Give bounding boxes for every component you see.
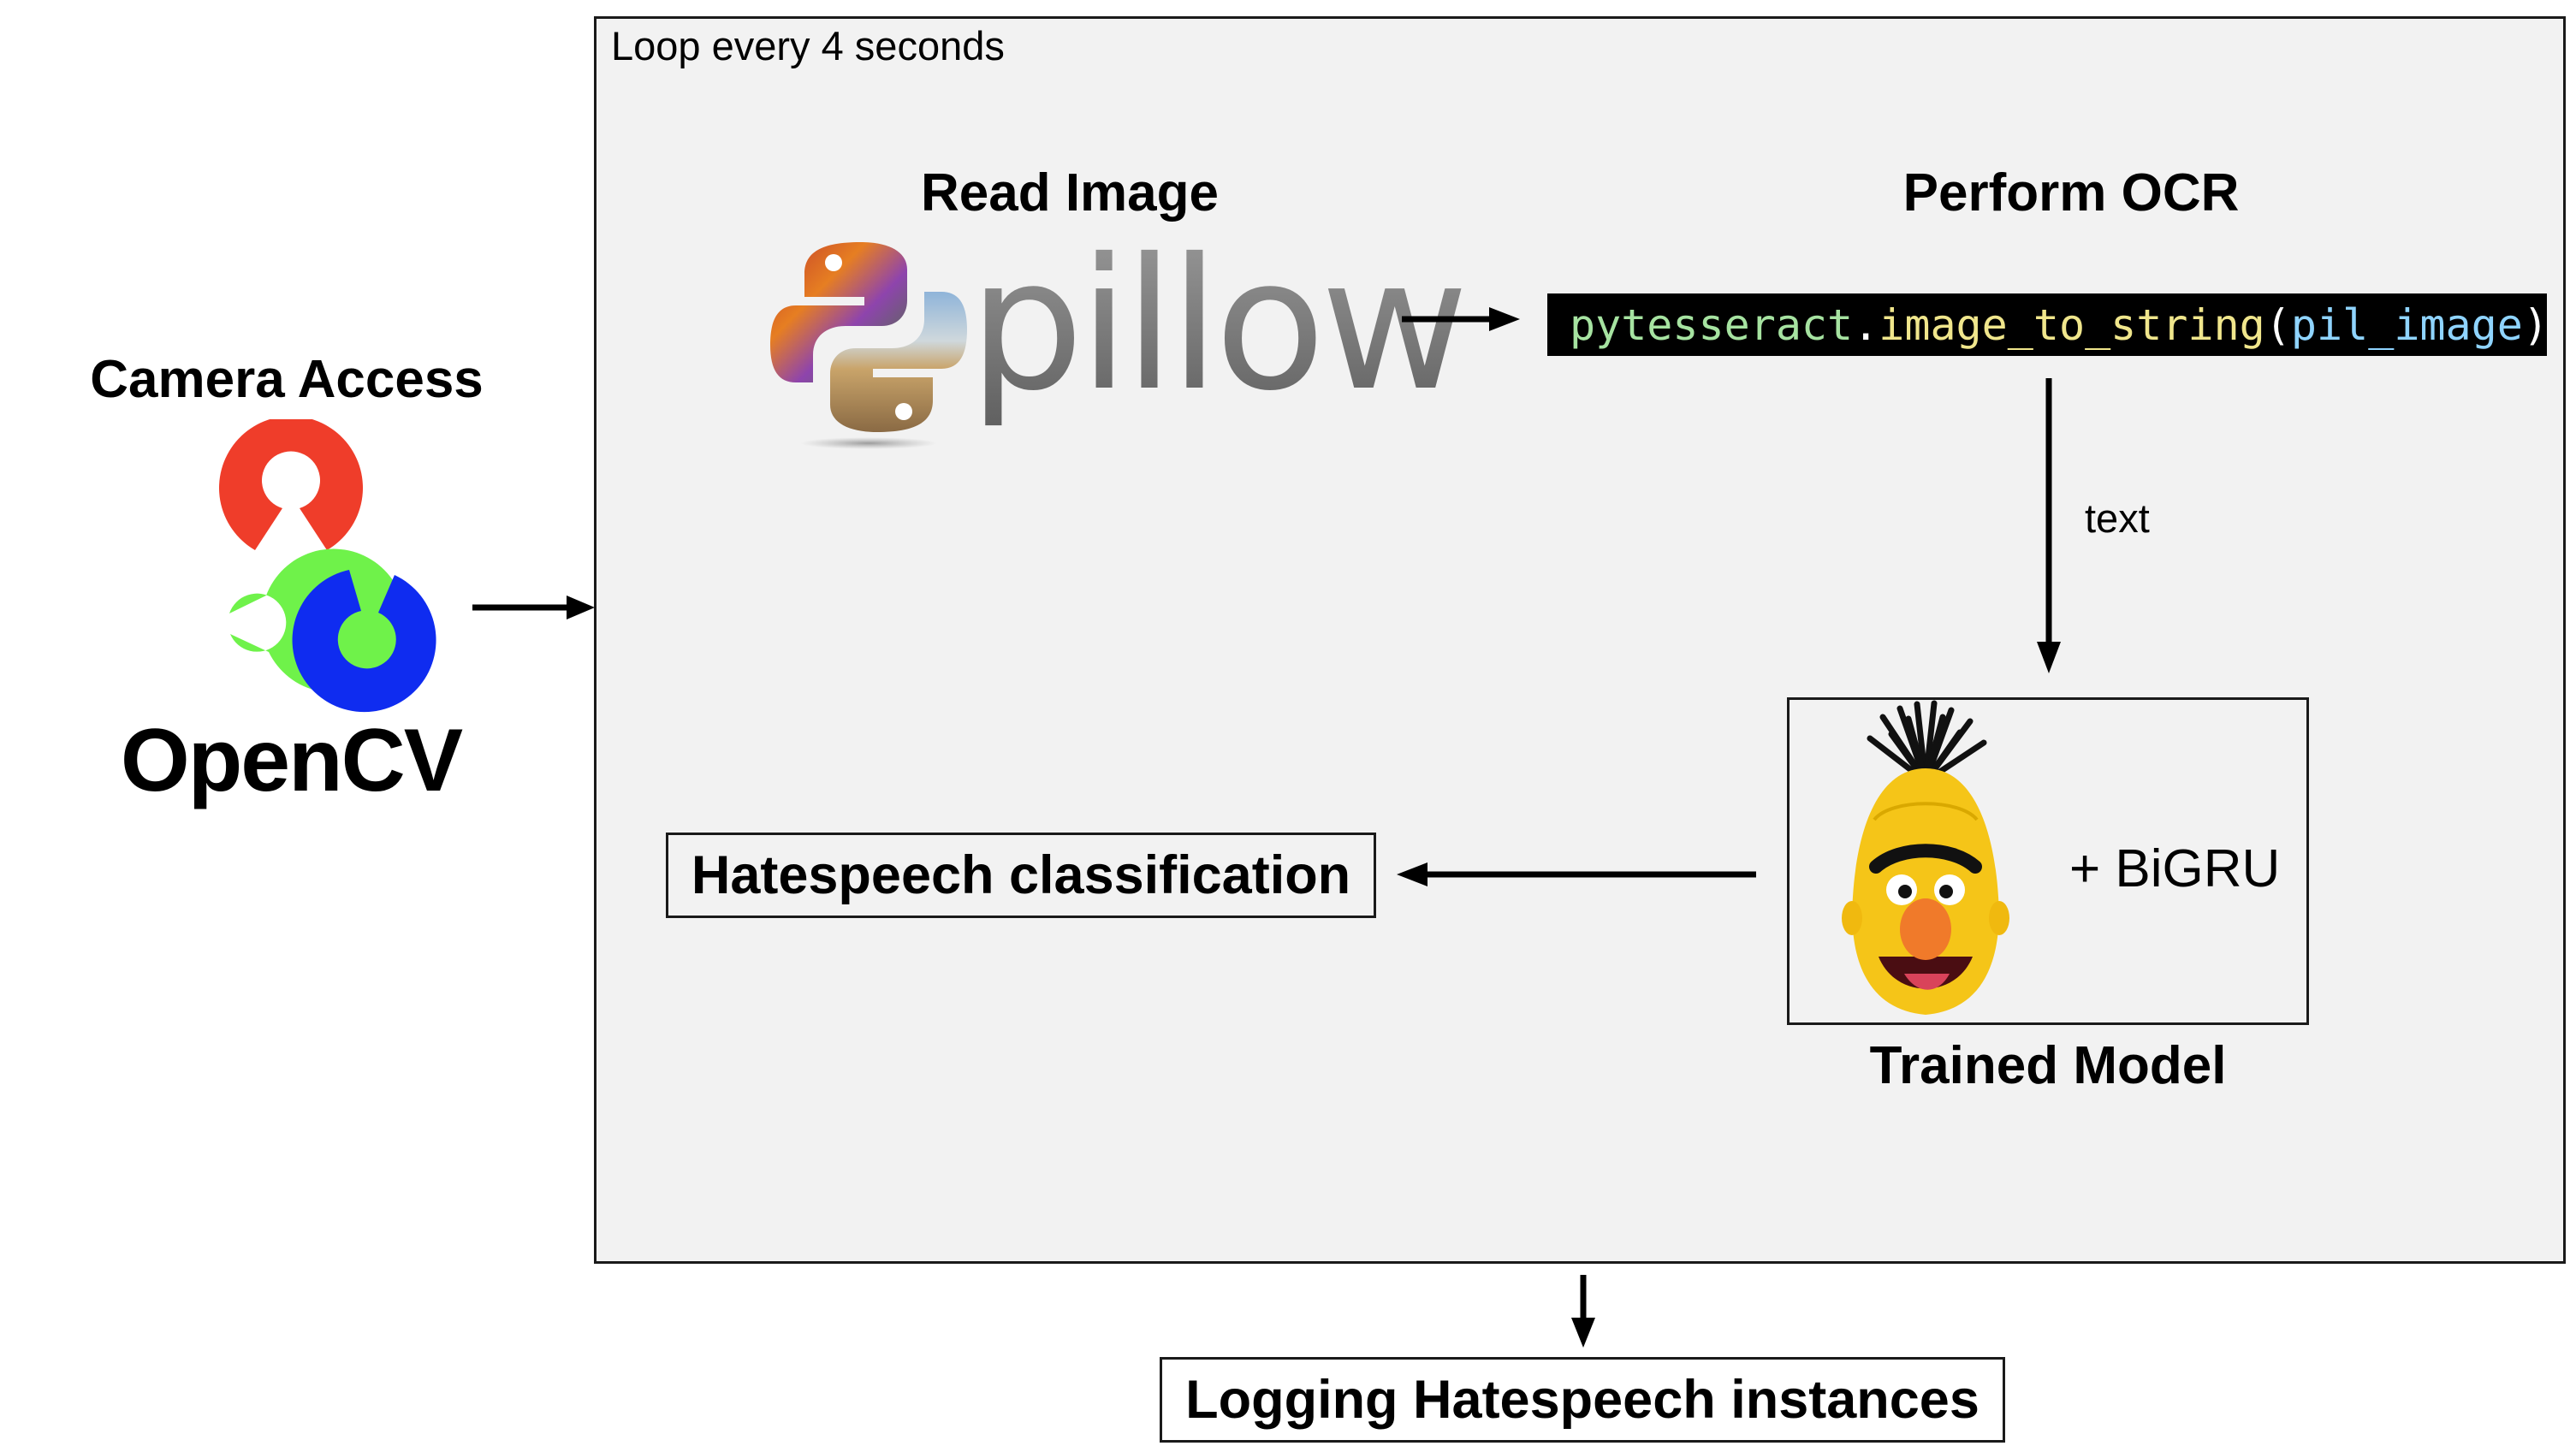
hatespeech-classification-label: Hatespeech classification [691,845,1351,905]
hatespeech-classification-box: Hatespeech classification [666,833,1376,918]
ocr-code-snippet: pytesseract.image_to_string(pil_image) [1547,293,2549,356]
logging-label: Logging Hatespeech instances [1185,1370,1979,1430]
arrow-read-to-ocr [1402,307,1520,331]
python-top-half [770,242,907,382]
camera-access-title: Camera Access [90,350,484,409]
code-close-paren: ) [2522,299,2549,350]
code-dot: . [1853,299,1879,350]
opencv-wordmark: OpenCV [120,711,463,810]
bert-head [1852,768,1999,1015]
bert-brow [1869,844,1982,874]
opencv-red-ring [219,419,363,550]
arrow-ocr-to-model [2037,378,2061,673]
python-bottom-half [830,292,967,432]
arrow-loop-to-logging [1571,1275,1595,1348]
bert-mouth [1879,957,1973,989]
perform-ocr-title: Perform OCR [1902,163,2240,222]
code-argument: pil_image [2290,299,2523,350]
python-pillow-logo-icon [770,242,967,449]
opencv-blue-ring [292,570,436,713]
loop-label: Loop every 4 seconds [611,23,1005,68]
edge-label-text: text [2085,495,2150,541]
code-open-paren: ( [2264,299,2291,350]
read-image-title: Read Image [920,163,1220,222]
code-module: pytesseract [1570,299,1854,350]
opencv-logo-icon [219,419,436,713]
loop-container [594,16,2566,1264]
arrow-model-to-classification [1397,862,1756,886]
bert-nose [1900,898,1951,960]
model-suffix-label: + BiGRU [2069,839,2281,898]
trained-model-title: Trained Model [1869,1036,2227,1095]
arrow-camera-to-loop [472,596,595,619]
code-function: image_to_string [1879,299,2265,350]
pillow-wordmark: pillow [969,219,1469,430]
bert-muppet-icon [1842,700,2009,1015]
logging-box: Logging Hatespeech instances [1160,1357,2005,1443]
